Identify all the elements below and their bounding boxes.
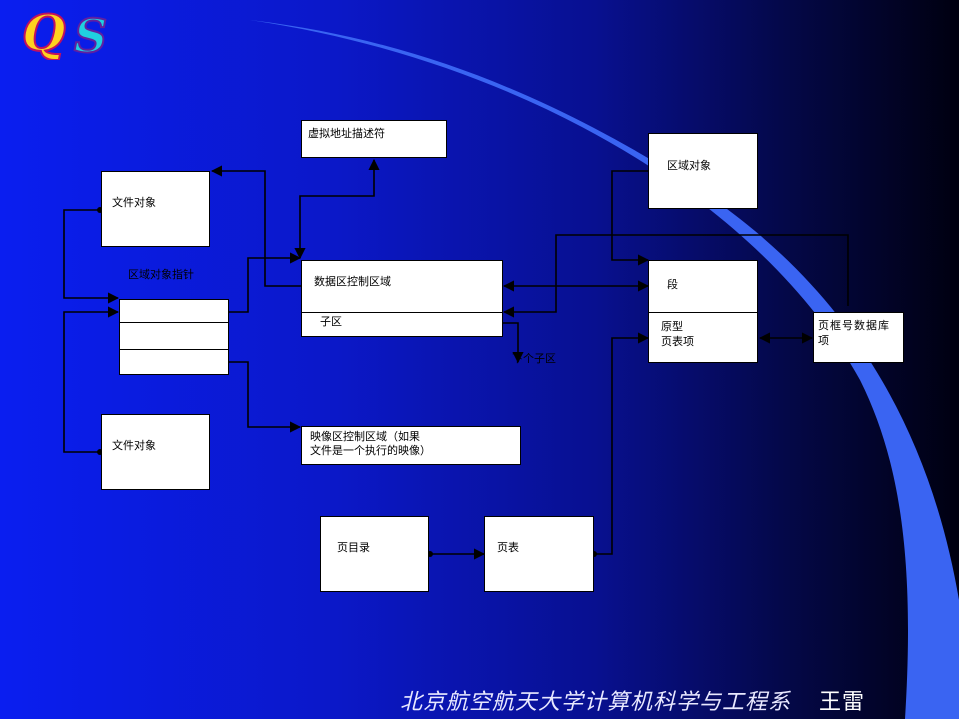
pfn-database-box: 页框号数据库 项 (813, 312, 904, 363)
subsection-label: 子区 (320, 315, 342, 328)
logo-letter-q: Q (22, 4, 66, 60)
page-directory-label: 页目录 (337, 541, 370, 554)
segment-label: 段 (667, 278, 678, 291)
pointer-row-divider-1 (120, 322, 228, 323)
data-area-divider (302, 312, 502, 313)
section-object-box: 区域对象 (648, 133, 758, 209)
file-object-box-1: 文件对象 (101, 171, 210, 247)
page-table-label: 页表 (497, 541, 519, 554)
vad-box: 虚拟地址描述符 (301, 120, 447, 158)
next-subsection-label: 下个子区 (512, 352, 556, 365)
prototype-pte-label: 原型 页表项 (661, 320, 694, 348)
vad-label: 虚拟地址描述符 (308, 127, 385, 140)
segment-box: 段 原型 页表项 (648, 260, 758, 363)
file-object-label-2: 文件对象 (112, 439, 156, 452)
footer-author: 王雷 (819, 690, 866, 715)
page-table-box: 页表 (484, 516, 594, 592)
section-pointer-label: 区域对象指针 (128, 268, 194, 281)
data-area-control-label: 数据区控制区域 (314, 275, 391, 288)
qs-logo: Q S (18, 2, 128, 64)
section-pointer-table (119, 299, 229, 375)
data-area-control-box: 数据区控制区域 子区 (301, 260, 503, 337)
file-object-label-1: 文件对象 (112, 196, 156, 209)
footer: 北京航空航天大学计算机科学与工程系 王雷 (400, 684, 865, 716)
image-area-control-label: 映像区控制区域（如果 文件是一个执行的映像） (310, 430, 431, 457)
image-area-control-box: 映像区控制区域（如果 文件是一个执行的映像） (301, 426, 521, 465)
pfn-database-label: 页框号数据库 项 (818, 319, 890, 347)
footer-institution: 北京航空航天大学计算机科学与工程系 (400, 690, 792, 715)
section-object-label: 区域对象 (667, 159, 711, 172)
page-directory-box: 页目录 (320, 516, 429, 592)
file-object-box-2: 文件对象 (101, 414, 210, 490)
logo-letter-s: S (74, 9, 107, 60)
segment-divider (649, 312, 757, 313)
pointer-row-divider-2 (120, 349, 228, 350)
